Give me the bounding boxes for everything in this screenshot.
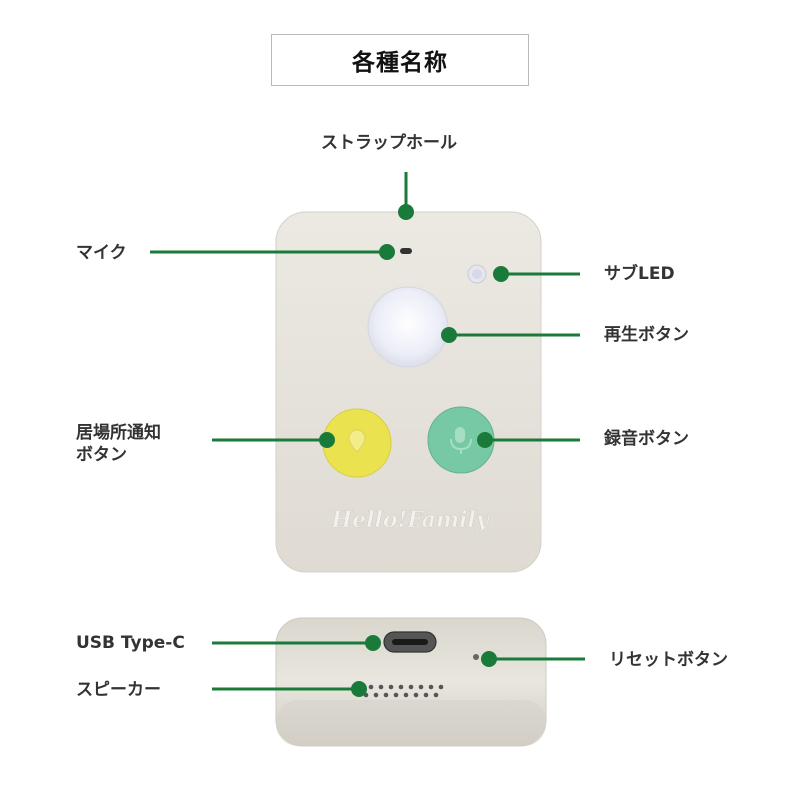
- reset-button-label: リセットボタン: [609, 650, 728, 670]
- page-title: 各種名称: [271, 34, 529, 86]
- record-button-label: 録音ボタン: [604, 429, 689, 449]
- usb-label: USB Type-C: [76, 633, 185, 653]
- sub-led-icon: [467, 264, 487, 284]
- mic-hole-icon: [400, 248, 412, 254]
- strap-hole-label: ストラップホール: [321, 133, 457, 153]
- mic-label: マイク: [76, 243, 127, 263]
- location-button-label: 居場所通知 ボタン: [76, 422, 161, 466]
- location-button-shape: [322, 408, 392, 478]
- sub-led-label: サブLED: [604, 264, 675, 284]
- leader-lines: [150, 172, 585, 697]
- play-button-label: 再生ボタン: [604, 325, 689, 345]
- play-button-shape: [367, 286, 449, 368]
- location-button-label-line2: ボタン: [76, 445, 127, 466]
- device-logo: Hello!Family: [330, 507, 490, 533]
- reset-hole-icon: [473, 654, 479, 660]
- location-button-label-line1: 居場所通知: [76, 423, 161, 443]
- speaker-label: スピーカー: [76, 680, 161, 700]
